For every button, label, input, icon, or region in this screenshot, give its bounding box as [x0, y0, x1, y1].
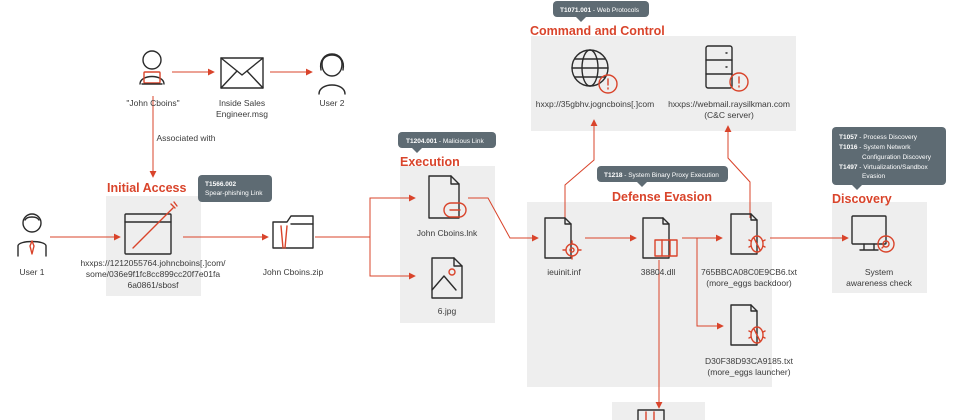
tag-id: T1218 — [604, 172, 623, 179]
arrow-inf-c2a — [564, 119, 598, 218]
file-dll-icon-partial — [637, 409, 665, 420]
folder-zip-icon — [272, 215, 314, 249]
file-dll-icon — [642, 217, 678, 259]
tag-command-and-control: T1071.001 - Web Protocols — [553, 1, 649, 22]
email-label-line2: Engineer.msg — [216, 109, 268, 119]
backdoor-label-line2: (more_eggs backdoor) — [706, 278, 792, 288]
tag-id: T1071.001 — [560, 7, 591, 14]
jpg-label: 6.jpg — [438, 306, 457, 316]
svg-text:T1218 - System Binary Proxy Ex: T1218 - System Binary Proxy Execution — [604, 172, 719, 179]
arrow-dll-launcher — [696, 238, 724, 330]
arrow-zip-lnk — [315, 194, 416, 238]
stage-command-and-control: Command and Control — [530, 24, 665, 38]
url-label-line2: some/036e9f1fc8cc899cc20f7e01fa — [86, 269, 220, 279]
tag-text: - Process Discovery — [857, 134, 917, 141]
tag-defense-evasion: T1218 - System Binary Proxy Execution — [597, 166, 728, 187]
email-label-line1: Inside Sales — [219, 98, 265, 108]
user1-icon — [17, 213, 47, 257]
tag-id: T1497 — [839, 164, 858, 171]
tag-text: - Malicious Link — [437, 138, 484, 145]
monitor-search-icon — [851, 215, 895, 253]
execution-panel — [400, 166, 495, 323]
globe-alert-icon — [571, 49, 618, 94]
file-bug-icon-launcher — [730, 304, 766, 346]
associated-with-label: Associated with — [156, 133, 215, 143]
svg-text:T1057 - Process Discovery: T1057 - Process Discovery — [839, 134, 918, 141]
stage-discovery: Discovery — [832, 192, 892, 206]
tag-text: - System Network — [857, 144, 911, 151]
file-gear-icon — [544, 217, 582, 260]
tag-discovery: T1057 - Process Discovery T1016 - System… — [832, 127, 946, 190]
svg-text:Spear-phishing Link: Spear-phishing Link — [205, 190, 263, 197]
sysaware-label-line2: awareness check — [846, 278, 912, 288]
svg-text:T1204.001 - Malicious Link: T1204.001 - Malicious Link — [406, 138, 484, 145]
zip-label: John Cboins.zip — [263, 267, 324, 277]
browser-window-icon — [124, 201, 178, 255]
dll-label: 38804.dll — [641, 267, 676, 277]
tag-execution: T1204.001 - Malicious Link — [398, 132, 496, 153]
url-label-line1: hxxps://1212055764.johncboins[.]com/ — [80, 258, 226, 268]
server-alert-icon — [705, 45, 749, 92]
tag-text: - Virtualization/Sandbox — [857, 164, 928, 171]
tag-text: Configuration Discovery — [862, 154, 932, 161]
svg-text:T1071.001 - Web Protocols: T1071.001 - Web Protocols — [560, 7, 640, 14]
launcher-label-line2: (more_eggs launcher) — [707, 367, 790, 377]
arrow-zip-jpg — [369, 237, 416, 280]
arrow-lnk-inf — [468, 197, 539, 242]
user2-label: User 2 — [319, 98, 344, 108]
svg-text:T1016 - System Network: T1016 - System Network — [839, 144, 911, 151]
stage-execution: Execution — [400, 155, 460, 169]
c2a-label: hxxp://35gbhv.jogncboins[.]com — [536, 99, 654, 109]
envelope-icon — [220, 57, 264, 89]
inf-label: ieuinit.inf — [547, 267, 581, 277]
tag-text: Evasion — [862, 173, 886, 180]
svg-text:Evasion: Evasion — [862, 173, 886, 180]
svg-text:T1497 - Virtualization/Sandbox: T1497 - Virtualization/Sandbox — [839, 164, 929, 171]
tag-text: - Web Protocols — [591, 7, 640, 14]
launcher-label-line1: D30F38D93CA9185.txt — [705, 356, 794, 366]
tag-initial-access: T1566.002 Spear-phishing Link — [198, 175, 272, 202]
stage-defense-evasion: Defense Evasion — [612, 190, 712, 204]
tag-text: Spear-phishing Link — [205, 190, 263, 197]
backdoor-label-line1: 765BBCA08C0E9CB6.txt — [701, 267, 798, 277]
command-and-control-panel — [531, 36, 796, 131]
user1-label: User 1 — [19, 267, 44, 277]
file-bug-icon — [730, 213, 766, 255]
svg-text:Configuration Discovery: Configuration Discovery — [862, 154, 932, 161]
c2b-label-line1: hxxps://webmail.raysilkman.com — [668, 99, 790, 109]
tag-text: - System Binary Proxy Execution — [622, 172, 719, 179]
sysaware-label-line1: System — [865, 267, 893, 277]
file-link-icon — [428, 175, 467, 219]
image-file-icon — [431, 257, 463, 299]
tag-id: T1016 — [839, 144, 858, 151]
svg-text:T1566.002: T1566.002 — [205, 181, 236, 188]
tag-id: T1057 — [839, 134, 858, 141]
user2-icon — [318, 53, 346, 95]
attacker-label: "John Cboins" — [126, 98, 179, 108]
lnk-label: John Cboins.lnk — [417, 228, 478, 238]
url-label-line3: 6a0861/sbosf — [127, 280, 179, 290]
flow-arrows — [50, 68, 849, 409]
partial-bottom-panel — [612, 402, 705, 420]
tag-id: T1566.002 — [205, 181, 236, 188]
c2b-label-line2: (C&C server) — [704, 110, 754, 120]
stage-initial-access: Initial Access — [107, 181, 186, 195]
attacker-user-icon — [139, 50, 165, 85]
initial-access-panel — [106, 196, 201, 296]
tag-id: T1204.001 — [406, 138, 437, 145]
arrow-backdoor-c2b — [724, 125, 751, 218]
